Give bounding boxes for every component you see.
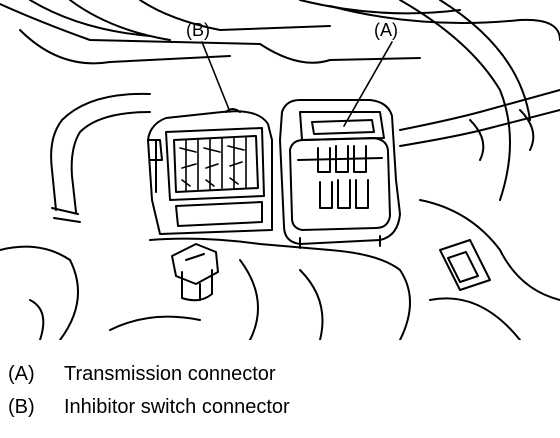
legend-item-a: (A) Transmission connector — [8, 362, 548, 395]
legend: (A) Transmission connector (B) Inhibitor… — [8, 362, 548, 428]
transmission-connector — [279, 99, 401, 249]
legend-key-a: (A) — [8, 363, 35, 385]
upper-bracket — [0, 0, 560, 201]
left-pipe — [50, 92, 151, 223]
legend-text-b: Inhibitor switch connector — [64, 396, 290, 418]
legend-text-a: Transmission connector — [64, 363, 276, 385]
connector-illustration: (B) (A) — [0, 0, 560, 340]
legend-key-b: (B) — [8, 396, 35, 418]
bolt — [171, 243, 219, 302]
legend-item-b: (B) Inhibitor switch connector — [8, 395, 548, 428]
callout-label-a: (A) — [374, 20, 398, 40]
inhibitor-switch-connector — [147, 108, 273, 235]
leader-line-a — [343, 41, 393, 127]
lower-housing — [0, 237, 411, 340]
right-hoses — [399, 89, 560, 340]
leader-line-b — [201, 41, 231, 113]
callout-label-b: (B) — [186, 20, 210, 40]
